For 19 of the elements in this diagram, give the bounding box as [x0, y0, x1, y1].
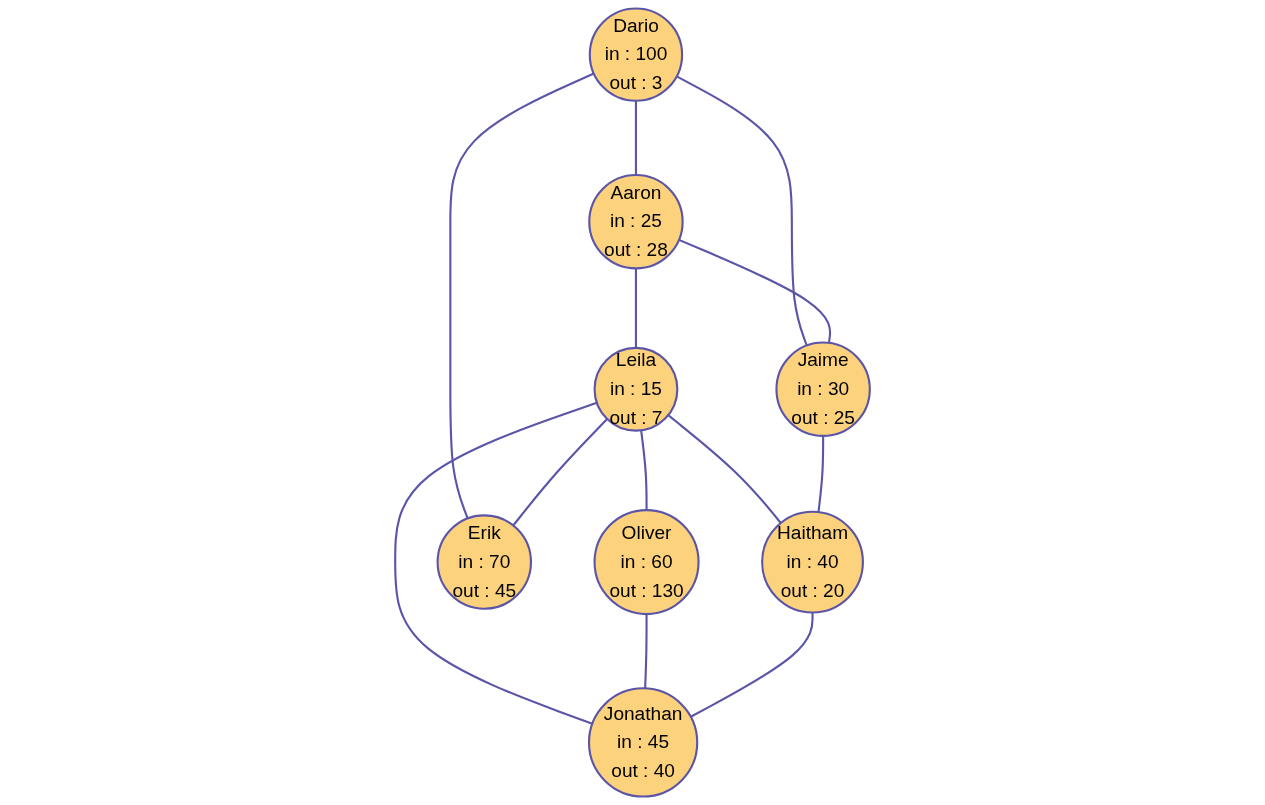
- node-circle: Oliver in : 60 out : 130: [593, 509, 700, 616]
- connector: [667, 414, 782, 524]
- connector: [644, 614, 648, 689]
- node-circle: Jaime in : 30 out : 25: [775, 341, 871, 437]
- connector: [676, 75, 808, 346]
- node-circle: Erik in : 70 out : 45: [436, 514, 532, 610]
- connector: [817, 435, 825, 513]
- connector: [512, 418, 608, 527]
- node-circle: Leila in : 15 out : 7: [593, 346, 679, 432]
- connector: [640, 430, 648, 511]
- connector: [449, 72, 595, 519]
- node-circle: Haitham in : 40 out : 20: [761, 510, 864, 614]
- node-circle: Aaron in : 25 out : 28: [588, 173, 684, 270]
- connector: [690, 612, 814, 718]
- connector: [678, 238, 832, 344]
- node-circle: Dario in : 100 out : 3: [588, 7, 684, 102]
- connector: [634, 268, 637, 348]
- connector: [634, 100, 637, 175]
- node-circle: Jonathan in : 45 out : 40: [587, 687, 699, 798]
